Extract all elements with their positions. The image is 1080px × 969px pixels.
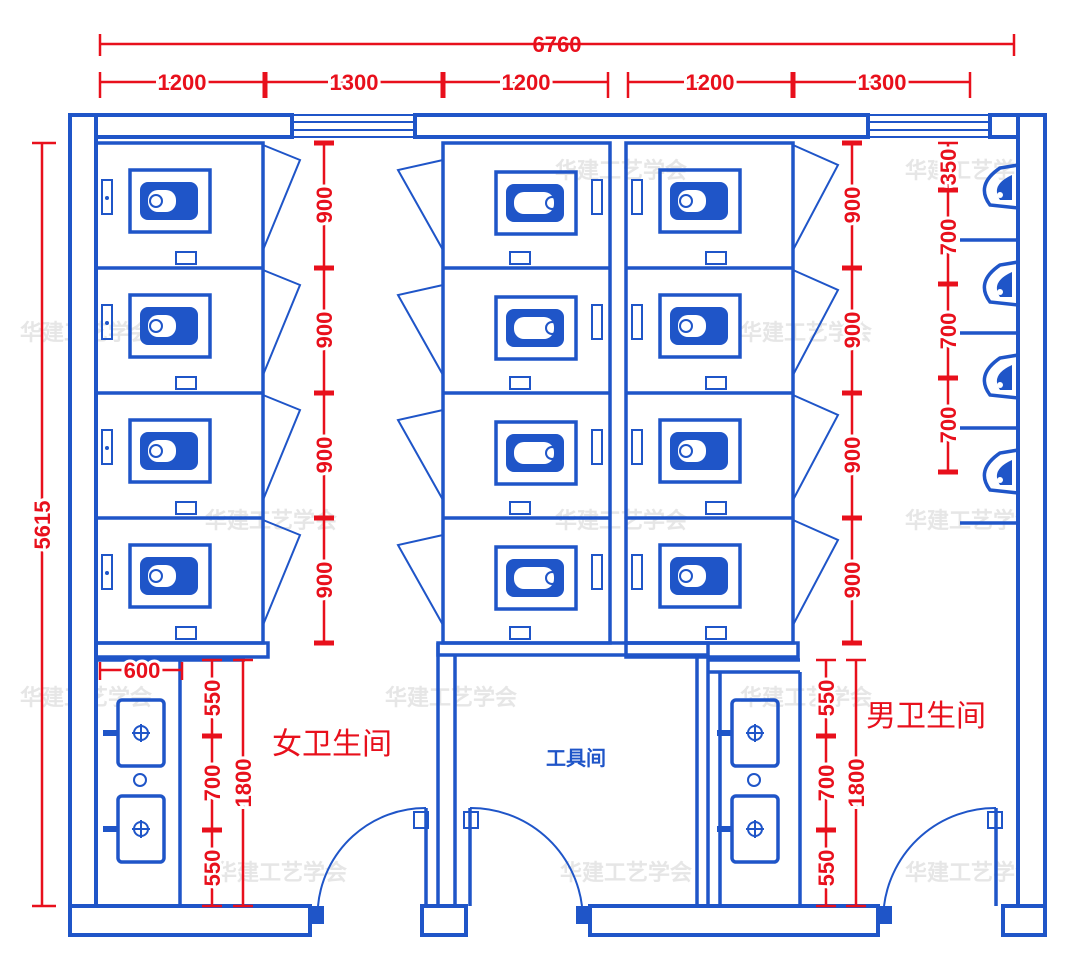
stall-door-left-4 bbox=[262, 519, 302, 626]
dim-sink-m-1: 550 bbox=[814, 680, 839, 717]
dim-sink-f-1: 550 bbox=[200, 680, 225, 717]
sink-female-2 bbox=[103, 794, 166, 864]
stall-door-right-2 bbox=[792, 268, 840, 376]
room-label-female: 女卫生间 bbox=[272, 727, 392, 762]
dim-top-4: 1200 bbox=[686, 70, 735, 95]
dimensions-stalls-right: 900 900 900 900 bbox=[837, 140, 868, 646]
dim-sink-m-3: 550 bbox=[814, 850, 839, 887]
watermark-2: 华建工艺学会 bbox=[905, 158, 1037, 184]
dim-stall-left-2: 900 bbox=[312, 312, 337, 349]
dimensions-stalls-left: 900 900 900 900 bbox=[309, 140, 340, 646]
watermark-13: 华建工艺学会 bbox=[905, 860, 1037, 886]
watermark-12: 华建工艺学会 bbox=[560, 860, 692, 886]
stall-door-left-2 bbox=[262, 269, 302, 376]
stall-door-left-1 bbox=[262, 144, 302, 251]
dim-sink-zone-male: 1800 bbox=[844, 759, 869, 808]
dimensions-sinks-female: 550 700 550 1800 bbox=[197, 658, 259, 908]
sink-male-2 bbox=[717, 794, 780, 864]
dim-top-1: 1200 bbox=[158, 70, 207, 95]
urinal-4 bbox=[982, 447, 1020, 495]
urinal-1 bbox=[982, 162, 1020, 210]
dimensions-top: 6760 1200 1300 1200 1200 1300 bbox=[98, 32, 1016, 98]
dim-total-width: 6760 bbox=[533, 32, 582, 57]
watermark-4: 华建工艺学会 bbox=[740, 320, 872, 346]
dim-sink-m-2: 700 bbox=[814, 765, 839, 802]
dim-top-3: 1200 bbox=[502, 70, 551, 95]
toilet-mid-2 bbox=[494, 295, 603, 390]
stall-door-right-4 bbox=[792, 518, 840, 626]
dim-total-height: 5615 bbox=[30, 501, 55, 550]
stall-door-mid-4 bbox=[396, 533, 444, 629]
urinal-2 bbox=[982, 259, 1020, 307]
toilet-right-2 bbox=[631, 293, 742, 390]
dimensions-sink-width: 600 bbox=[98, 655, 184, 686]
stall-door-mid-2 bbox=[396, 283, 444, 379]
entrance-doors bbox=[312, 806, 1003, 924]
toilet-mid-1 bbox=[494, 170, 603, 265]
dim-urinal-3: 700 bbox=[936, 313, 961, 350]
dim-stall-right-2: 900 bbox=[840, 312, 865, 349]
sink-female-1 bbox=[103, 698, 166, 768]
dimensions-sinks-male: 550 700 550 1800 bbox=[811, 658, 872, 908]
sink-male-1 bbox=[717, 698, 780, 768]
partitions bbox=[94, 141, 802, 906]
dim-urinal-2: 700 bbox=[936, 219, 961, 256]
dimensions-left: 5615 bbox=[27, 141, 58, 908]
dim-sink-f-2: 700 bbox=[200, 765, 225, 802]
outer-walls bbox=[68, 113, 1047, 937]
stall-door-right-3 bbox=[792, 393, 840, 501]
watermark-10: 华建工艺学会 bbox=[740, 685, 872, 711]
stall-door-mid-3 bbox=[396, 408, 444, 504]
urinals bbox=[960, 162, 1020, 525]
watermark-6: 华建工艺学会 bbox=[555, 508, 687, 534]
stall-doors-right bbox=[792, 143, 840, 626]
dimensions-urinals: 350 700 700 700 bbox=[933, 141, 964, 475]
floor-drain-male bbox=[747, 773, 761, 787]
toilet-left-2 bbox=[101, 293, 212, 390]
dim-sink-width: 600 bbox=[124, 658, 161, 683]
toilet-left-4 bbox=[101, 543, 212, 640]
sinks bbox=[103, 698, 780, 864]
dim-top-5: 1300 bbox=[858, 70, 907, 95]
door-male bbox=[880, 806, 1003, 924]
toilet-right-4 bbox=[631, 543, 742, 640]
dim-urinal-1: 350 bbox=[936, 149, 961, 186]
room-label-male: 男卫生间 bbox=[866, 699, 986, 734]
dim-stall-right-3: 900 bbox=[840, 437, 865, 474]
window-left bbox=[291, 114, 416, 138]
toilet-left-1 bbox=[101, 168, 212, 265]
door-female bbox=[312, 806, 429, 924]
stall-doors-left bbox=[262, 144, 302, 626]
dim-stall-right-4: 900 bbox=[840, 562, 865, 599]
dim-stall-left-1: 900 bbox=[312, 187, 337, 224]
watermark-7: 华建工艺学会 bbox=[905, 508, 1037, 534]
dim-sink-zone-female: 1800 bbox=[231, 759, 256, 808]
dim-stall-left-3: 900 bbox=[312, 437, 337, 474]
dim-stall-left-4: 900 bbox=[312, 562, 337, 599]
floor-drain-female bbox=[133, 773, 147, 787]
dim-stall-right-1: 900 bbox=[840, 187, 865, 224]
stall-door-right-1 bbox=[792, 143, 840, 251]
dim-urinal-4: 700 bbox=[936, 407, 961, 444]
toilet-right-3 bbox=[631, 418, 742, 515]
toilet-mid-3 bbox=[494, 420, 603, 515]
toilet-right-1 bbox=[631, 168, 742, 265]
toilets bbox=[101, 168, 742, 640]
toilet-mid-4 bbox=[494, 545, 603, 640]
dim-sink-f-3: 550 bbox=[200, 850, 225, 887]
stall-door-mid-1 bbox=[396, 158, 444, 254]
door-tool bbox=[463, 806, 588, 924]
room-label-tool: 工具间 bbox=[546, 746, 606, 770]
stall-doors-middle bbox=[396, 158, 444, 629]
stall-door-left-3 bbox=[262, 394, 302, 501]
toilet-left-3 bbox=[101, 418, 212, 515]
window-right bbox=[867, 114, 991, 138]
urinal-3 bbox=[982, 352, 1020, 400]
watermark-11: 华建工艺学会 bbox=[215, 860, 347, 886]
watermark-9: 华建工艺学会 bbox=[385, 685, 517, 711]
dim-top-2: 1300 bbox=[330, 70, 379, 95]
watermark-5: 华建工艺学会 bbox=[205, 508, 337, 534]
